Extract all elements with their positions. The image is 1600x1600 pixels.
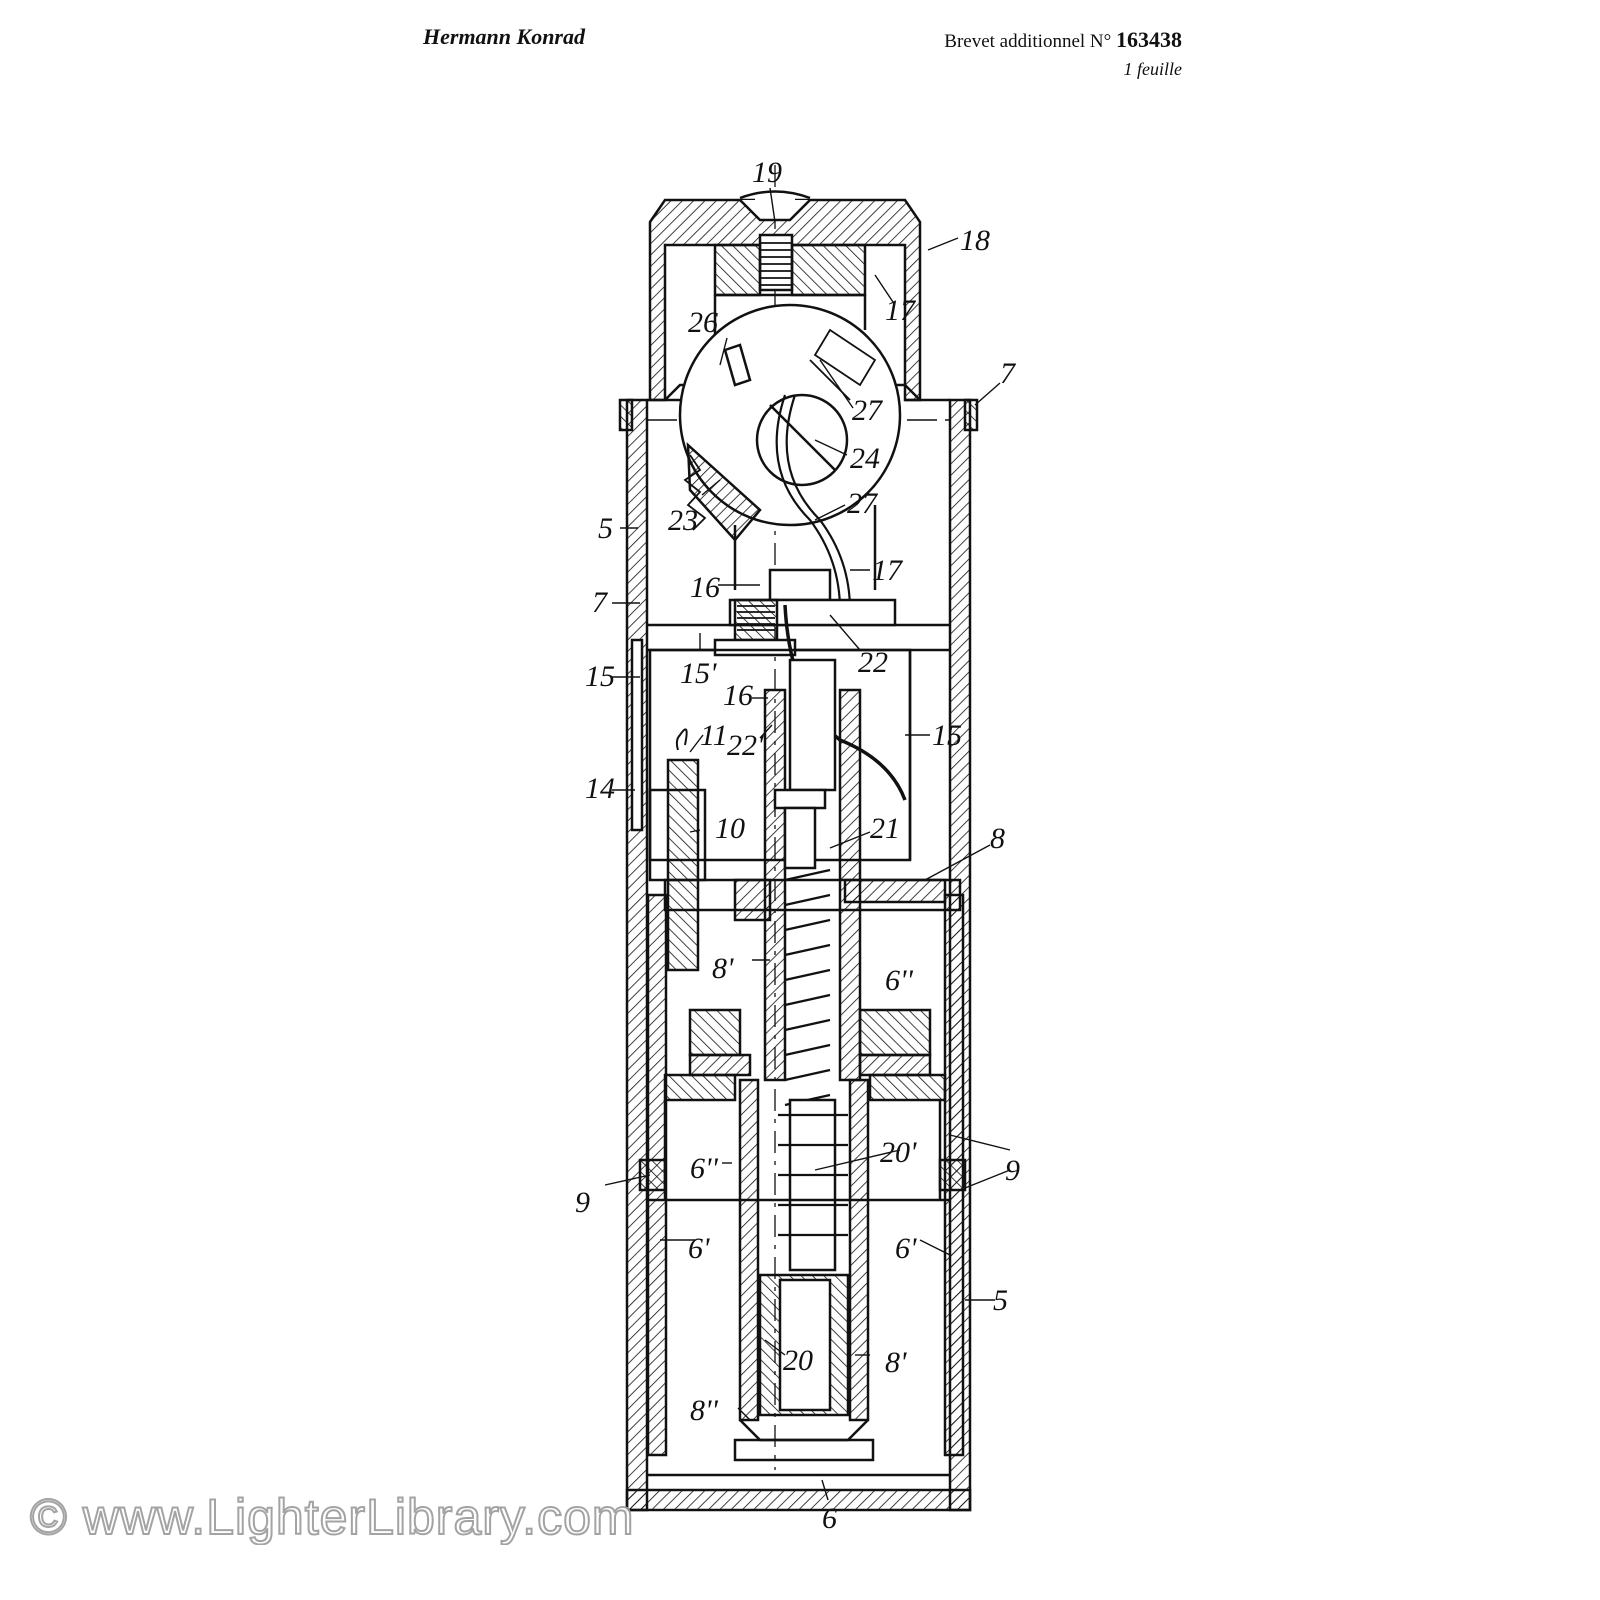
ref-6-prime-right: 6' <box>895 1232 917 1265</box>
ref-24: 24 <box>850 442 880 475</box>
ref-15-left: 15 <box>585 660 615 693</box>
ref-11: 11 <box>700 719 728 752</box>
inventor-name: Hermann Konrad <box>423 24 585 49</box>
ref-27-top: 27 <box>852 394 884 427</box>
ref-8-prime-top: 8' <box>712 952 734 985</box>
sheet-count: 1 feuille <box>1123 58 1182 79</box>
ref-9-right: 9 <box>1005 1154 1020 1187</box>
leader-lines <box>604 187 1011 1501</box>
ref-8: 8 <box>990 822 1005 855</box>
patent-prefix: Brevet additionnel <box>944 31 1086 52</box>
ref-8-double-prime: 8'' <box>690 1394 718 1427</box>
patent-number: 163438 <box>1116 27 1182 52</box>
ref-7-lower: 7 <box>592 586 609 619</box>
ref-5-top: 5 <box>598 512 613 545</box>
ref-14: 14 <box>585 772 615 805</box>
ref-22-prime: 22' <box>727 729 764 762</box>
outer-case-left <box>625 398 649 1512</box>
ref-6-double-prime-right: 6'' <box>885 964 913 997</box>
ref-16-top: 16 <box>690 571 720 604</box>
patent-reference: Brevet additionnel N° 163438 1 feuille <box>944 24 1182 82</box>
watermark: © www.LighterLibrary.com <box>29 1488 635 1546</box>
ref-8-prime-lower: 8' <box>885 1346 907 1379</box>
ref-15-prime: 15' <box>680 657 717 690</box>
ref-10: 10 <box>715 812 745 845</box>
drawing-lines <box>618 165 979 1512</box>
patent-no-label: N° <box>1089 31 1112 52</box>
ref-17-lower: 17 <box>872 554 904 587</box>
ref-6-base: 6 <box>822 1502 837 1535</box>
ref-20: 20 <box>783 1344 813 1377</box>
ref-9-left: 9 <box>575 1186 590 1219</box>
spring-21 <box>784 868 831 1107</box>
ref-17-top: 17 <box>885 294 917 327</box>
ref-7-top: 7 <box>1000 357 1017 390</box>
ref-21: 21 <box>870 812 900 845</box>
ref-26: 26 <box>688 306 718 339</box>
ref-16-lower: 16 <box>723 679 753 712</box>
ref-15-right: 15 <box>932 719 962 752</box>
ref-27-lower: 27 <box>847 487 879 520</box>
ref-5-lower: 5 <box>993 1284 1008 1317</box>
ref-6-double-prime-left: 6'' <box>690 1152 718 1185</box>
ref-23: 23 <box>668 504 698 537</box>
reference-numerals: 19 18 17 26 27 7 24 23 27 5 17 16 7 22 1… <box>575 156 1020 1535</box>
ref-6-prime-left: 6' <box>688 1232 710 1265</box>
ref-22: 22 <box>858 646 888 679</box>
ref-19: 19 <box>752 156 782 189</box>
ref-20-prime: 20' <box>880 1136 917 1169</box>
ref-18: 18 <box>960 224 990 257</box>
